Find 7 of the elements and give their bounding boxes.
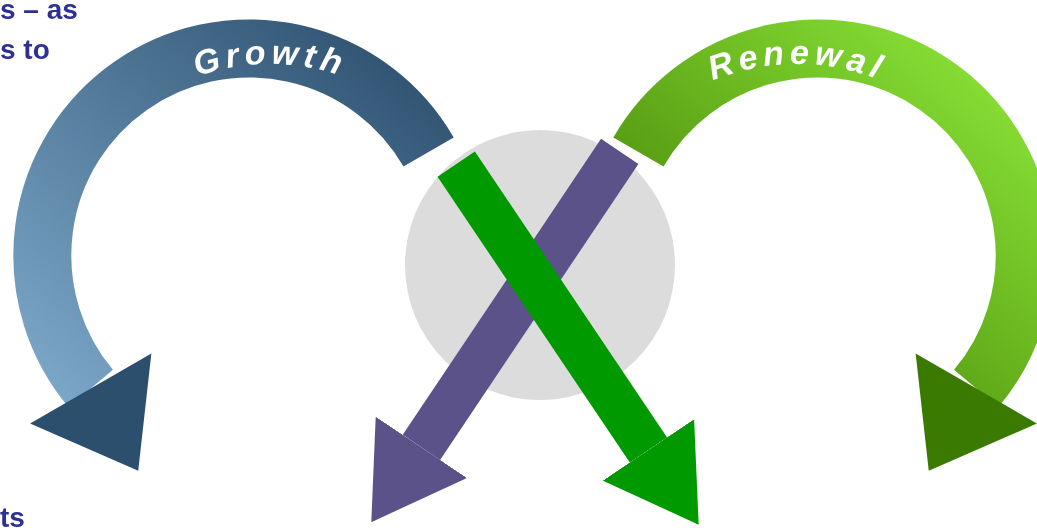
ring-title: Growth [188,32,352,83]
text-fragment: s – as [0,0,78,26]
arrow [437,151,699,525]
arrow [371,138,639,523]
text-fragment: ts [0,502,25,532]
ring-title: Renewal [702,32,893,88]
text-fragment: s to [0,34,50,66]
